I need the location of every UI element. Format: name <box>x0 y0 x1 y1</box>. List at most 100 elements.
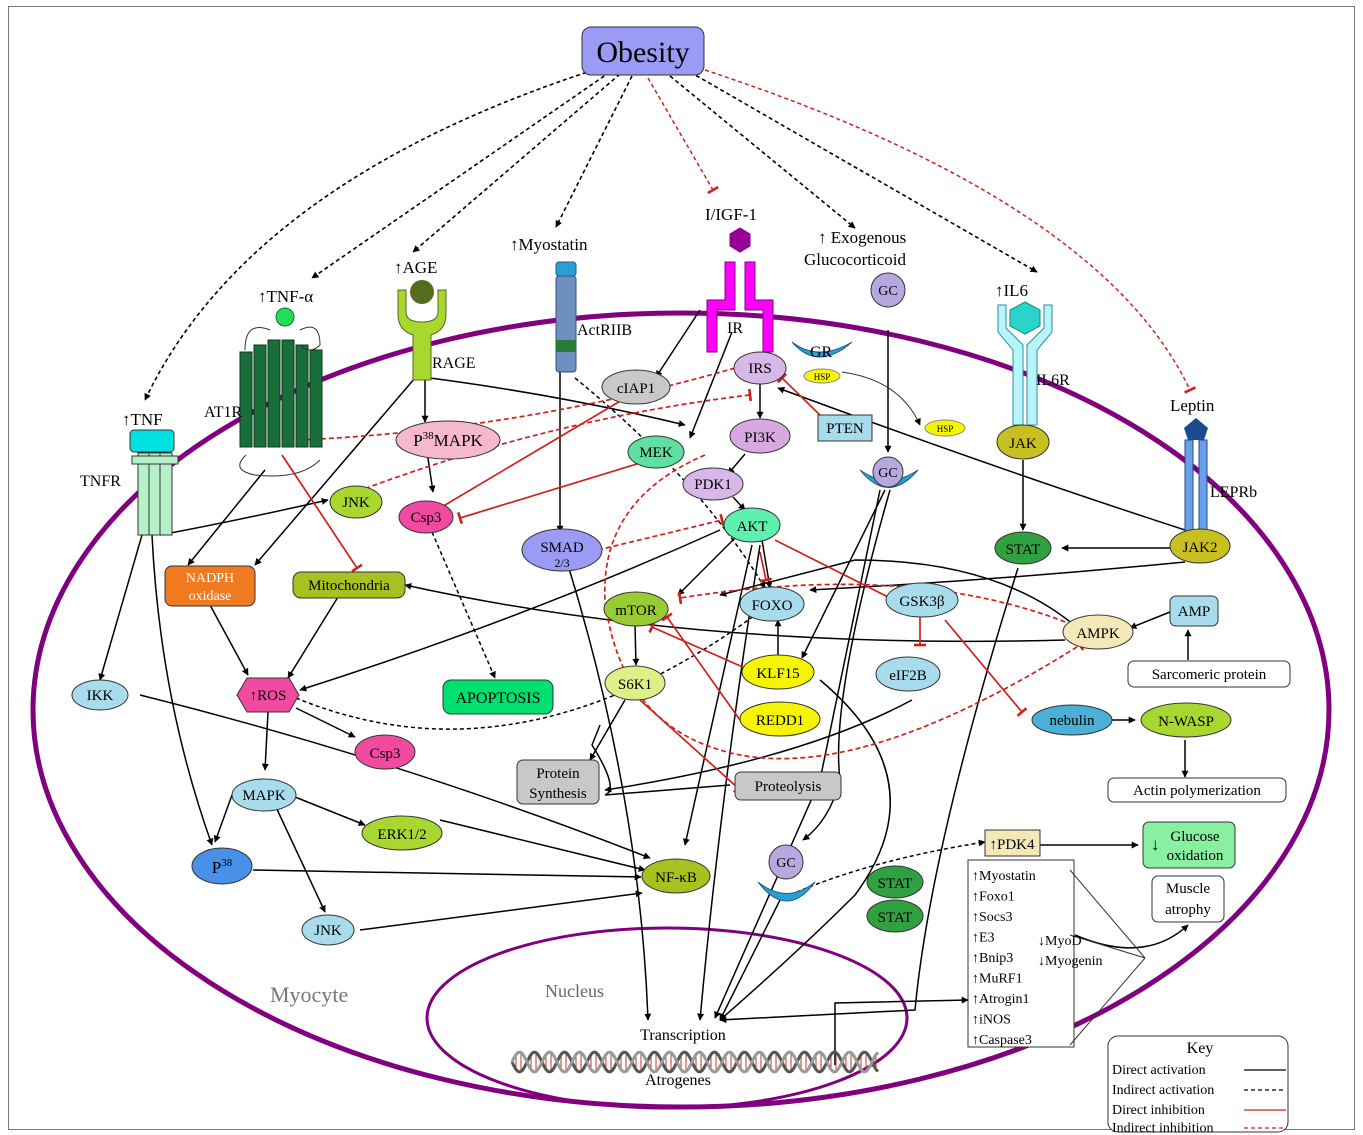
svg-text:IRS: IRS <box>748 361 771 377</box>
svg-text:STAT: STAT <box>878 910 913 926</box>
svg-text:Csp3: Csp3 <box>411 510 442 526</box>
gene-item: ↑Myostatin <box>972 869 1036 884</box>
node-gsk3b: GSK3β <box>885 582 959 618</box>
svg-text:↑PDK4: ↑PDK4 <box>989 837 1035 853</box>
svg-text:Proteolysis: Proteolysis <box>755 779 822 795</box>
svg-text:↑ROS: ↑ROS <box>250 688 287 704</box>
node-ciap1: cIAP1 <box>601 369 671 405</box>
rage-label: RAGE <box>432 355 476 372</box>
node-pdk1: PDK1 <box>682 467 744 501</box>
node-protein-synthesis: Protein Synthesis <box>516 759 600 805</box>
node-jnk-top: JNK <box>329 485 383 519</box>
obesity-box <box>581 26 705 76</box>
svg-text:P38MAPK: P38MAPK <box>413 430 483 450</box>
node-foxo: FOXO <box>739 586 805 622</box>
svg-text:↓: ↓ <box>1151 835 1160 854</box>
legend-key: Key Direct activation Indirect activatio… <box>1107 1035 1289 1135</box>
gene-item: ↑E3 <box>972 931 995 946</box>
node-actin-polymerization: Actin polymerization <box>1107 777 1287 803</box>
svg-text:MEK: MEK <box>639 445 673 461</box>
svg-text:JAK: JAK <box>1009 436 1037 452</box>
key-direct-inhibition: Direct inhibition <box>1112 1103 1205 1118</box>
svg-text:GC: GC <box>776 856 795 871</box>
svg-text:SMAD: SMAD <box>540 540 584 556</box>
node-p38mapk-top: P38MAPK <box>395 420 501 460</box>
hsp-label-1: HSP <box>814 372 831 382</box>
figure-frame <box>8 6 1355 1130</box>
node-p38-bottom: P38 <box>191 847 253 885</box>
tnf-label: ↑TNF <box>122 410 163 429</box>
node-s6k1: S6K1 <box>604 665 666 701</box>
tnf-ligand-box <box>129 429 175 453</box>
insulin-receptor <box>706 227 774 353</box>
node-pi3k: PI3K <box>729 418 791 454</box>
node-proteolysis: Proteolysis <box>734 771 842 801</box>
gene-item: ↑Foxo1 <box>972 890 1015 905</box>
svg-text:NADPH: NADPH <box>186 571 234 586</box>
igf-label: I/IGF-1 <box>705 205 757 224</box>
node-jnk-bottom: JNK <box>301 914 355 946</box>
node-mek: MEK <box>627 435 685 469</box>
atrogene-list: ↑Myostatin↑Foxo1↑Socs3↑E3↑Bnip3↑MuRF1↑At… <box>967 859 1146 1048</box>
node-nfkb: NF-κB <box>641 858 711 894</box>
node-jak2: JAK2 <box>1169 528 1231 564</box>
key-indirect-activation: Indirect activation <box>1112 1083 1214 1098</box>
svg-text:GSK3β: GSK3β <box>899 594 944 610</box>
svg-text:P38: P38 <box>212 857 233 877</box>
svg-text:Mitochondria: Mitochondria <box>308 578 390 594</box>
dna-strand <box>510 1050 880 1074</box>
dna-strand <box>510 1050 880 1074</box>
key-direct-activation: Direct activation <box>1112 1063 1206 1078</box>
node-apoptosis: APOPTOSIS <box>442 679 554 715</box>
tnf-alpha-label: ↑TNF-α <box>258 287 313 306</box>
at1r-receptor <box>239 326 323 477</box>
node-klf15: KLF15 <box>741 654 815 690</box>
leprb-label: LEPRb <box>1210 484 1257 501</box>
svg-text:mTOR: mTOR <box>615 603 656 619</box>
node-mtor: mTOR <box>603 591 669 627</box>
node-mapk: MAPK <box>231 778 297 812</box>
gr-label: GR <box>810 344 833 361</box>
node-amp: AMP <box>1169 595 1219 627</box>
gene-item: ↑MuRF1 <box>972 972 1023 987</box>
gene-item: ↑Bnip3 <box>972 951 1013 966</box>
svg-text:Glucose: Glucose <box>1170 829 1219 845</box>
node-stat-top: STAT <box>994 531 1052 565</box>
node-ros: ↑ROS <box>236 677 300 713</box>
node-nebulin: nebulin <box>1031 704 1113 736</box>
svg-text:REDD1: REDD1 <box>756 713 804 729</box>
svg-text:Synthesis: Synthesis <box>529 786 587 802</box>
node-mitochondria: Mitochondria <box>292 571 406 599</box>
rage-receptor <box>397 280 447 381</box>
svg-text:ERK1/2: ERK1/2 <box>377 827 426 843</box>
svg-text:nebulin: nebulin <box>1050 713 1095 729</box>
svg-text:IKK: IKK <box>87 688 114 704</box>
myocyte-membrane <box>30 310 1332 1110</box>
gene-item-down: ↓Myogenin <box>1038 954 1103 969</box>
node-gc-mid: GC <box>872 456 904 488</box>
at1r-label: AT1R <box>204 404 243 421</box>
node-redd1: REDD1 <box>739 701 821 737</box>
svg-text:AKT: AKT <box>737 519 768 535</box>
svg-text:STAT: STAT <box>1006 542 1041 558</box>
node-sarcomeric-protein: Sarcomeric protein <box>1127 660 1291 688</box>
svg-text:AMP: AMP <box>1178 604 1211 620</box>
gene-item: ↑Socs3 <box>972 910 1012 925</box>
gene-item-down: ↓MyoD <box>1038 934 1082 949</box>
svg-text:eIF2B: eIF2B <box>889 668 927 684</box>
node-eif2b: eIF2B <box>875 656 941 692</box>
svg-text:oxidase: oxidase <box>189 589 232 604</box>
node-glucose-oxidation: ↓ Glucose oxidation <box>1142 821 1236 869</box>
svg-text:PI3K: PI3K <box>744 430 776 446</box>
ir-label: IR <box>727 320 743 337</box>
myostatin-label: ↑Myostatin <box>510 235 588 254</box>
svg-text:STAT: STAT <box>878 876 913 892</box>
glucocorticoid-label: Glucocorticoid <box>804 250 906 269</box>
svg-text:N-WASP: N-WASP <box>1158 714 1214 730</box>
actriib-label: ActRIIB <box>577 322 632 339</box>
node-pdk4: ↑PDK4 <box>984 829 1041 857</box>
gr-complex: HSP HSP <box>757 341 966 902</box>
svg-text:JAK2: JAK2 <box>1182 540 1217 556</box>
age-ligand <box>410 280 434 304</box>
